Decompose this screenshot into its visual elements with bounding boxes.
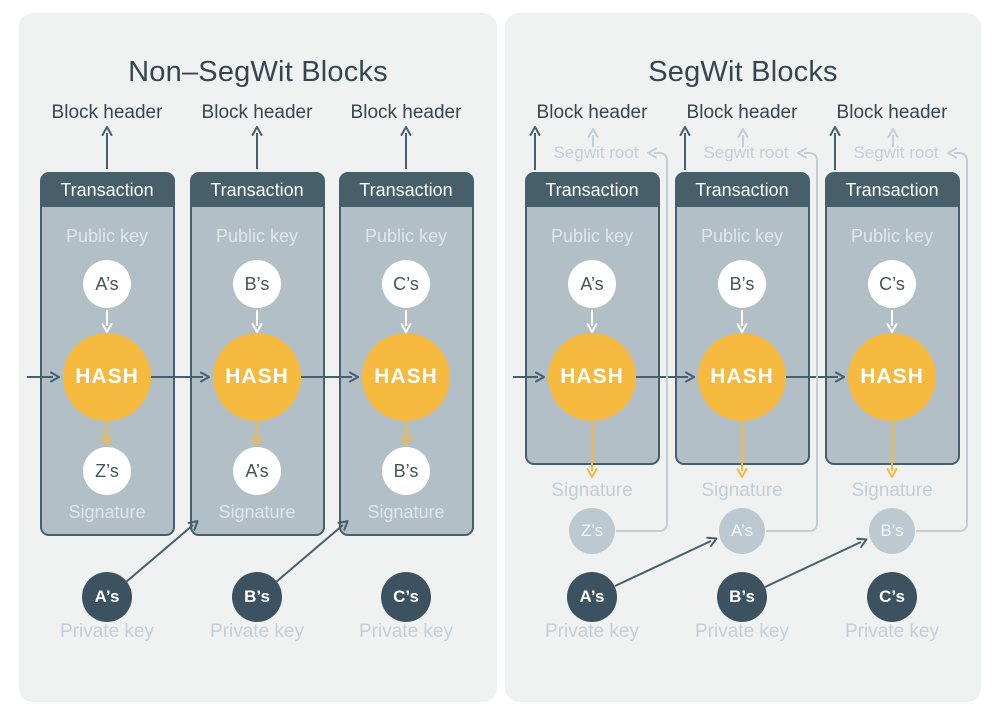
segwit-root-label: Segwit root — [853, 143, 939, 162]
public-key-label: Public key — [65, 226, 149, 246]
panel-title-segwit: SegWit Blocks — [648, 56, 838, 88]
transaction-card-header: Transaction — [826, 174, 958, 207]
signature-circle: A’s — [233, 447, 281, 495]
public-key-circle: B’s — [233, 260, 281, 308]
block-header-label: Block header — [51, 102, 163, 123]
hash-circle: HASH — [848, 333, 936, 421]
private-key-circle: A’s — [567, 572, 617, 622]
block-header-label: Block header — [350, 102, 462, 123]
transaction-card: Transaction Public key A’s HASH — [524, 172, 660, 465]
public-key-label: Public key — [364, 226, 448, 246]
private-key-label: Private key — [695, 621, 789, 642]
segwit-root-label: Segwit root — [703, 143, 789, 162]
signature-circle: A’s — [719, 508, 765, 554]
hash-circle: HASH — [698, 333, 786, 421]
transaction-card-header: Transaction — [676, 174, 808, 207]
block-header-label: Block header — [201, 102, 313, 123]
signature-label: Signature — [367, 502, 445, 522]
block-header-label: Block header — [836, 102, 948, 123]
signature-label: Signature — [68, 502, 146, 522]
private-key-label: Private key — [359, 621, 453, 642]
transaction-card: Transaction Public key C’s HASH B’s Sign… — [338, 172, 474, 536]
transaction-card-header: Transaction — [340, 174, 472, 207]
private-key-circle: B’s — [717, 572, 767, 622]
transaction-card: Transaction Public key B’s HASH — [674, 172, 810, 465]
hash-circle: HASH — [213, 333, 301, 421]
private-key-label: Private key — [60, 621, 154, 642]
signature-label: Signature — [551, 480, 633, 501]
hash-circle: HASH — [63, 333, 151, 421]
private-key-label: Private key — [845, 621, 939, 642]
private-key-circle: C’s — [867, 572, 917, 622]
public-key-circle: B’s — [718, 260, 766, 308]
public-key-label: Public key — [700, 226, 784, 246]
hash-circle: HASH — [548, 333, 636, 421]
private-key-label: Private key — [210, 621, 304, 642]
public-key-circle: A’s — [83, 260, 131, 308]
panel-title-non-segwit: Non–SegWit Blocks — [128, 56, 388, 88]
transaction-card-header: Transaction — [41, 174, 173, 207]
private-key-circle: A’s — [82, 572, 132, 622]
signature-label: Signature — [701, 480, 783, 501]
signature-circle: Z’s — [83, 447, 131, 495]
private-key-circle: B’s — [232, 572, 282, 622]
private-key-circle: C’s — [381, 572, 431, 622]
block-header-label: Block header — [536, 102, 648, 123]
public-key-label: Public key — [215, 226, 299, 246]
public-key-circle: A’s — [568, 260, 616, 308]
signature-label: Signature — [851, 480, 933, 501]
transaction-card-header: Transaction — [526, 174, 658, 207]
signature-circle: B’s — [382, 447, 430, 495]
signature-label: Signature — [218, 502, 296, 522]
transaction-card: Transaction Public key A’s HASH Z’s Sign… — [39, 172, 175, 536]
segwit-root-label: Segwit root — [553, 143, 639, 162]
transaction-card: Transaction Public key B’s HASH A’s Sign… — [189, 172, 325, 536]
hash-circle: HASH — [362, 333, 450, 421]
transaction-card-header: Transaction — [191, 174, 323, 207]
transaction-card: Transaction Public key C’s HASH — [824, 172, 960, 465]
signature-circle: Z’s — [569, 508, 615, 554]
signature-circle: B’s — [869, 508, 915, 554]
private-key-label: Private key — [545, 621, 639, 642]
block-header-label: Block header — [686, 102, 798, 123]
public-key-label: Public key — [550, 226, 634, 246]
public-key-circle: C’s — [382, 260, 430, 308]
public-key-circle: C’s — [868, 260, 916, 308]
public-key-label: Public key — [850, 226, 934, 246]
